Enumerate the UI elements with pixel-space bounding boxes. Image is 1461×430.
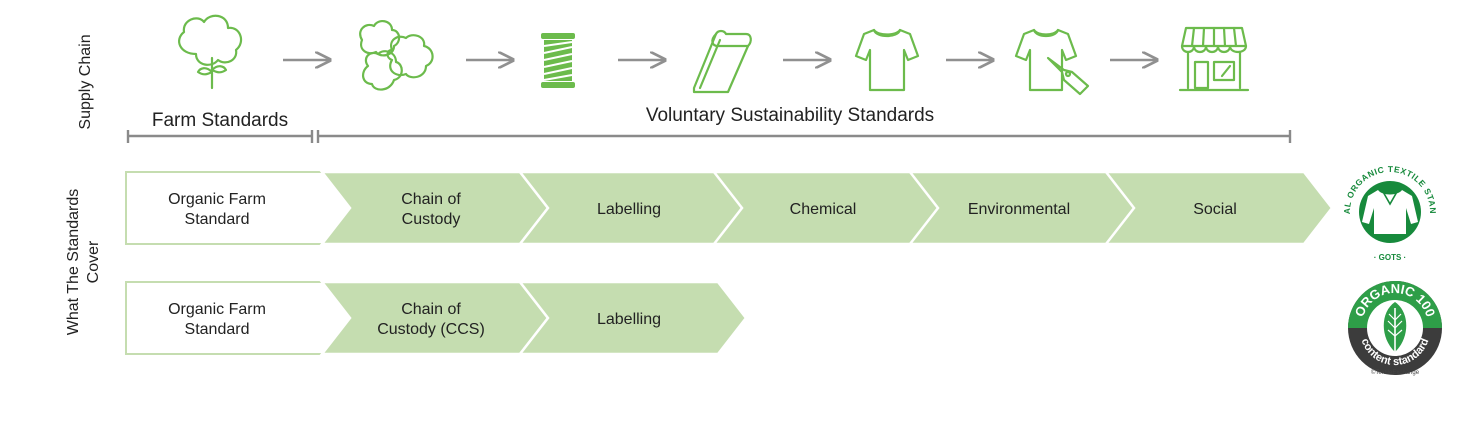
- yarn-spool-icon: [541, 33, 575, 88]
- tshirt-icon: [854, 28, 920, 92]
- cotton-bolls-icon: [359, 20, 434, 91]
- farm-bracket: [126, 130, 314, 143]
- fabric-roll-icon: [692, 29, 752, 94]
- ocs-credit: ©TextileExchange: [1371, 369, 1420, 376]
- row2-chevron-2: [319, 280, 550, 356]
- cotton-plant-icon: [178, 14, 243, 90]
- row2-step-label-3: Labelling: [597, 311, 661, 328]
- row1-step-label-5: Environmental: [968, 201, 1070, 218]
- row2-chevron-1: [125, 281, 354, 355]
- row2-chevron-3: [517, 280, 748, 356]
- supply-chain-label: Supply Chain: [77, 34, 94, 129]
- row1-step-label-3: Labelling: [597, 201, 661, 218]
- row1-chevron-1: [125, 171, 354, 245]
- voluntary-standards-header: Voluntary Sustainability Standards: [646, 105, 934, 126]
- coverage-label-line2: Cover: [85, 240, 102, 283]
- row1-step-label-6: Social: [1193, 201, 1237, 218]
- row1-step-label-4: Chemical: [790, 201, 857, 218]
- tshirt-tag-icon: [1014, 28, 1090, 96]
- storefront-icon: [1178, 26, 1250, 92]
- voluntary-bracket: [316, 130, 1292, 143]
- row1-chevron-6: [1103, 170, 1334, 246]
- row1-chevron-2: [319, 170, 550, 246]
- farm-standards-header: Farm Standards: [152, 110, 288, 131]
- gots-abbr: · GOTS ·: [1374, 253, 1406, 262]
- ocs-logo: ORGANIC 100 content standard ©TextileExc…: [1348, 281, 1442, 376]
- coverage-label-line1: What The Standards: [65, 189, 82, 335]
